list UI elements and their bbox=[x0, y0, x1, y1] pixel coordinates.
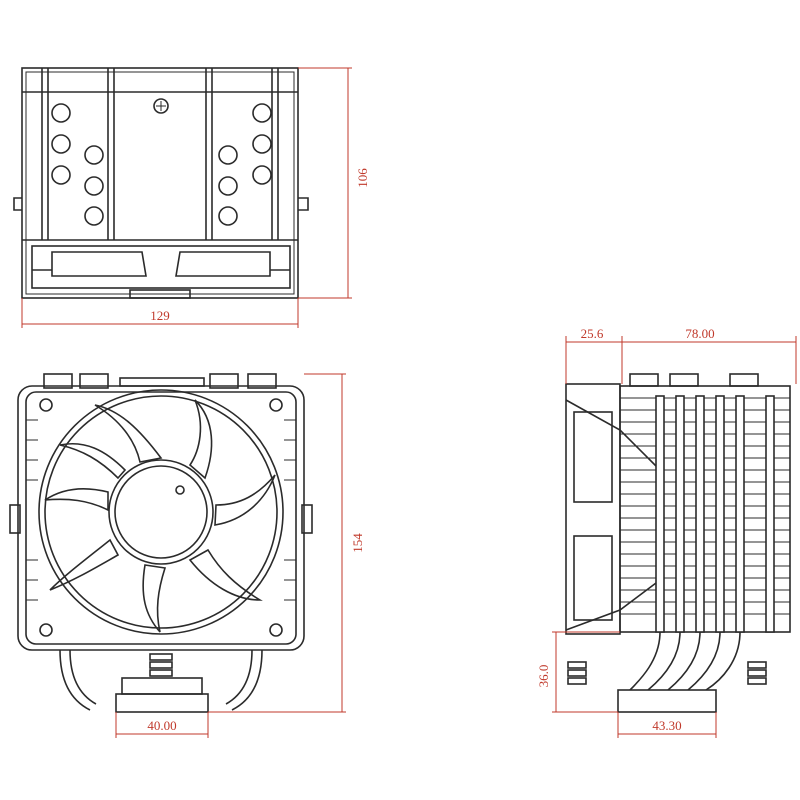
dimension-label-36: 36.0 bbox=[536, 665, 551, 688]
front-view bbox=[9, 373, 313, 713]
dimension-label-40: 40.00 bbox=[147, 718, 176, 733]
dimension-label-154: 154 bbox=[350, 533, 365, 553]
fin-stack bbox=[619, 385, 791, 633]
dimension-top-height: 106 bbox=[298, 67, 370, 299]
dimension-front-height: 154 bbox=[208, 373, 365, 713]
dimension-label-129: 129 bbox=[150, 308, 170, 323]
fan-blades bbox=[44, 399, 276, 633]
fan-hub-icon bbox=[108, 459, 214, 565]
screw-icon bbox=[153, 98, 169, 114]
dimension-side-fin-depth: 78.00 bbox=[622, 326, 797, 384]
screw-icon bbox=[39, 623, 53, 637]
dimension-side-base-width: 43.30 bbox=[617, 712, 717, 738]
base-plate bbox=[121, 677, 203, 695]
side-base bbox=[617, 689, 717, 713]
dimension-side-base-height: 36.0 bbox=[536, 631, 620, 713]
side-view bbox=[565, 373, 791, 713]
dimension-top-width: 129 bbox=[21, 298, 299, 328]
dimension-label-78: 78.00 bbox=[685, 326, 714, 341]
dimension-side-fan-depth: 25.6 bbox=[565, 326, 623, 384]
heatpipes-side bbox=[629, 395, 775, 691]
fan-ring bbox=[38, 389, 284, 635]
dimension-front-base-width: 40.00 bbox=[115, 712, 209, 738]
fan-frame bbox=[17, 385, 305, 651]
dimension-label-25-6: 25.6 bbox=[581, 326, 604, 341]
heatpipe-group-right bbox=[218, 103, 272, 226]
screw-icon bbox=[269, 398, 283, 412]
heatpipe-group-left bbox=[51, 103, 104, 226]
screw-icon bbox=[269, 623, 283, 637]
top-view bbox=[13, 67, 309, 299]
dimension-label-106: 106 bbox=[355, 168, 370, 188]
screw-icon bbox=[39, 398, 53, 412]
dimension-label-43-3: 43.30 bbox=[652, 718, 681, 733]
